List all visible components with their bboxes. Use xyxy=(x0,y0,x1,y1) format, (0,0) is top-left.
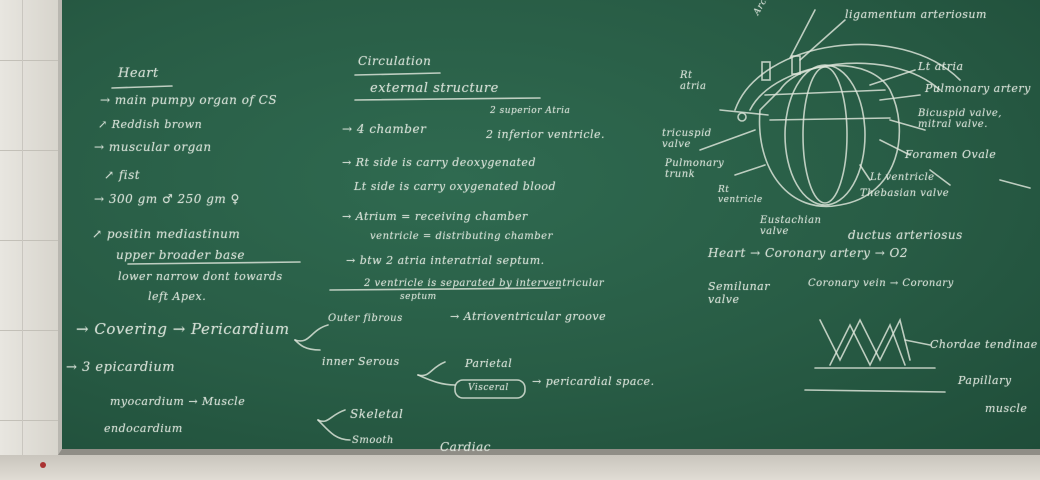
left-line-10: → Covering → Pericardium xyxy=(76,320,290,338)
circulation-heading: Circulation xyxy=(358,54,432,68)
label-rt-atria: Rt atria xyxy=(680,70,707,92)
left-line-14: Visceral xyxy=(468,383,509,393)
floor-mark xyxy=(40,462,46,468)
label-lt-ventricle: Lt ventricle xyxy=(870,172,935,183)
label-bicuspid-valve: Bicuspid valve, mitral valve. xyxy=(918,108,1002,130)
left-line-17: myocardium → Muscle xyxy=(110,395,246,408)
mid-line-9: 2 ventricle is separated by interventric… xyxy=(364,278,605,289)
label-coronary-vein: Coronary vein → Coronary xyxy=(808,278,954,289)
label-coronary-artery: Heart → Coronary artery → O2 xyxy=(708,246,909,260)
mid-line-7: ventricle = distributing chamber xyxy=(370,231,553,242)
left-line-15: → pericardial space. xyxy=(532,375,655,388)
wall-tiles xyxy=(0,0,60,480)
left-line-18: endocardium xyxy=(104,422,183,435)
left-line-13: Parietal xyxy=(465,357,513,370)
label-eustachian-valve: Eustachian valve xyxy=(760,215,822,237)
label-rt-ventricle: Rt ventricle xyxy=(718,185,763,205)
label-pulmonary-trunk: Pulmonary trunk xyxy=(665,158,725,180)
label-pulmonary-artery: Pulmonary artery xyxy=(925,82,1031,95)
left-line-12: inner Serous xyxy=(322,355,400,368)
mid-line-4: → Rt side is carry deoxygenated xyxy=(342,156,536,169)
left-line-2: ↗ Reddish brown xyxy=(98,118,203,131)
label-semilunar-valve: Semilunar valve xyxy=(708,280,770,306)
left-line-9: left Apex. xyxy=(148,290,207,303)
left-line-3: → muscular organ xyxy=(94,140,212,154)
mid-line-8: → btw 2 atria interatrial septum. xyxy=(346,254,545,267)
label-tricuspid-valve: tricuspid valve xyxy=(662,128,712,150)
left-line-19: Skeletal xyxy=(350,407,404,421)
left-line-21: Cardiac xyxy=(440,440,491,454)
left-line-4: ↗ fist xyxy=(104,168,141,182)
left-line-8: lower narrow dont towards xyxy=(118,270,283,283)
label-thebasian-valve: Thebasian valve xyxy=(860,188,950,199)
label-lt-atria: Lt atria xyxy=(918,60,964,73)
label-chordae-tendinae: Chordae tendinae xyxy=(930,338,1038,351)
mid-line-10: septum xyxy=(400,292,437,302)
mid-line-11: → Atrioventricular groove xyxy=(450,310,607,323)
heart-heading: Heart xyxy=(118,66,159,81)
label-ligamentum-arteriosum: ligamentum arteriosum xyxy=(845,8,987,21)
label-muscle: muscle xyxy=(985,402,1028,415)
mid-line-1: → 4 chamber xyxy=(342,122,427,136)
left-line-6: ↗ positin mediastinum xyxy=(92,227,241,241)
floor xyxy=(0,455,1040,480)
mid-line-2: 2 superior Atria xyxy=(490,106,571,116)
left-line-5: → 300 gm ♂ 250 gm ♀ xyxy=(94,192,240,206)
left-line-7: upper broader base xyxy=(116,248,245,262)
label-foramen-ovale: Foramen Ovale xyxy=(905,148,997,161)
label-papillary: Papillary xyxy=(958,374,1012,387)
left-line-1: → main pumpy organ of CS xyxy=(100,93,278,107)
mid-line-6: → Atrium = receiving chamber xyxy=(342,210,528,223)
left-line-11: Outer fibrous xyxy=(328,313,403,324)
label-ductus-arteriosus: ductus arteriosus xyxy=(848,228,963,242)
mid-line-5: Lt side is carry oxygenated blood xyxy=(354,180,557,193)
left-line-16: → 3 epicardium xyxy=(66,360,176,375)
left-line-20: Smooth xyxy=(352,435,394,446)
mid-line-3: 2 inferior ventricle. xyxy=(486,128,606,141)
external-structure-heading: external structure xyxy=(370,81,499,96)
